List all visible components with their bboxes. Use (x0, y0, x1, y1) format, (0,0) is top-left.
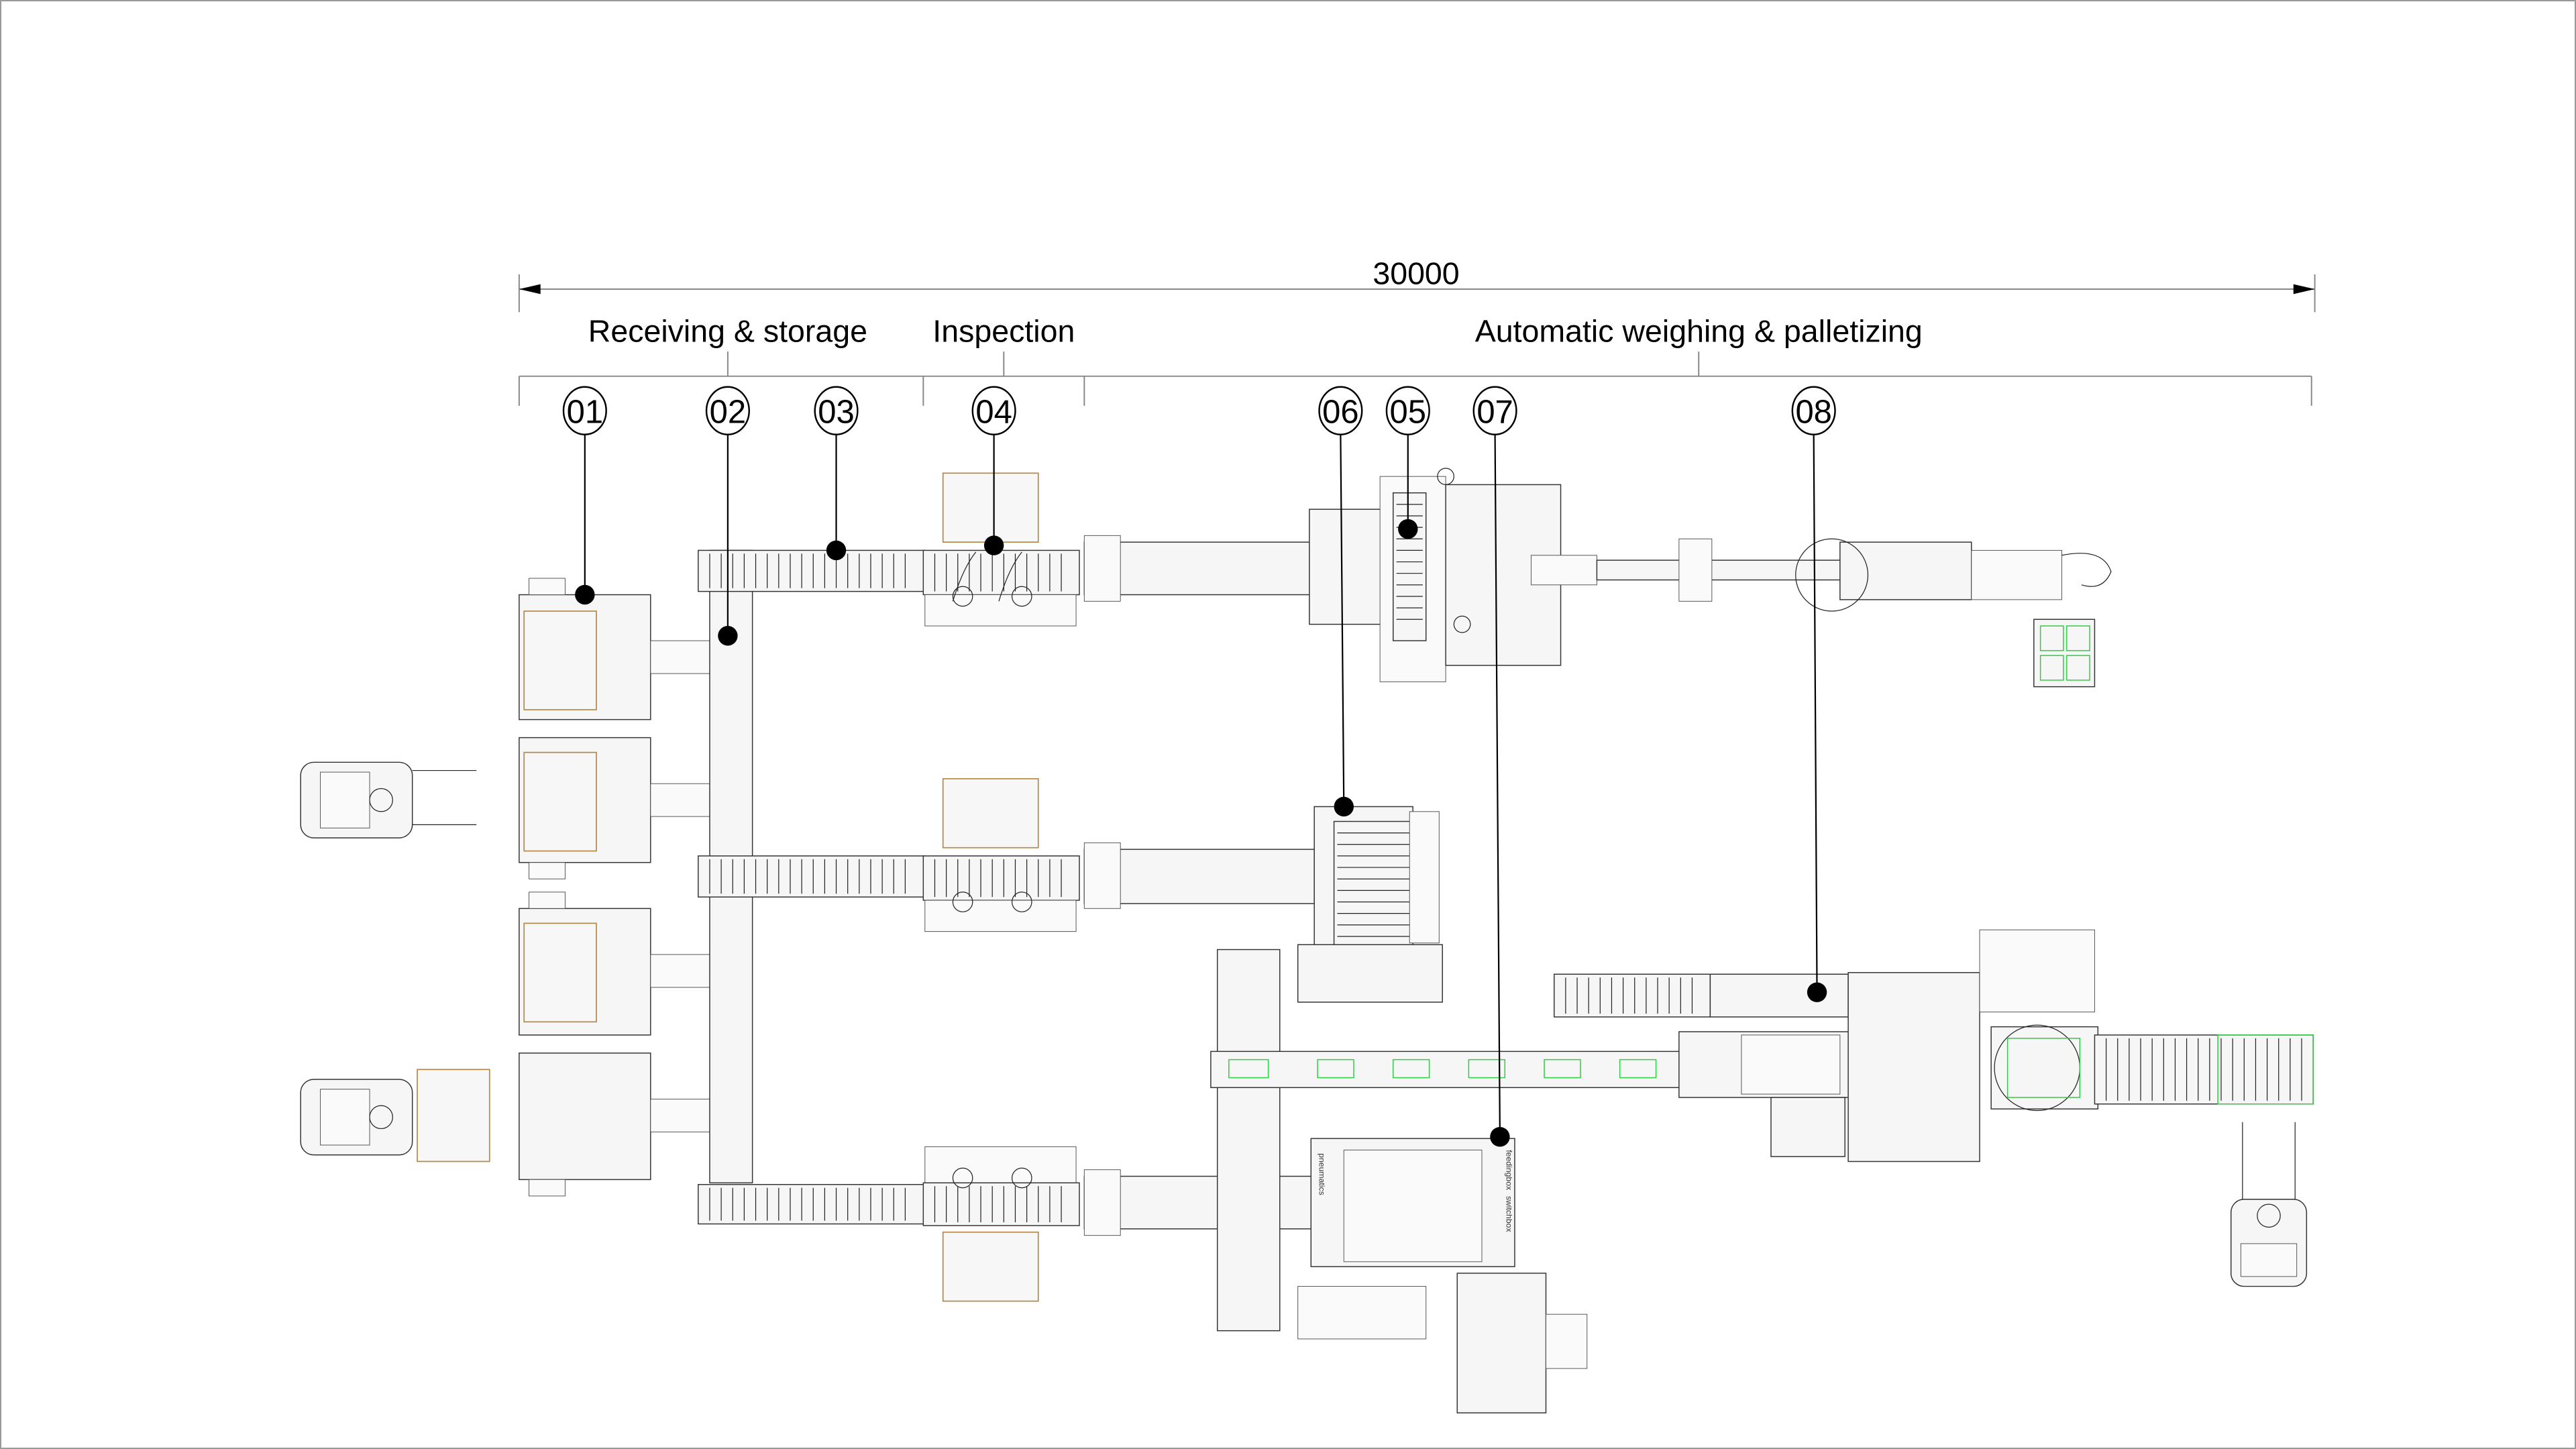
balloon-number: 01 (567, 394, 603, 431)
overall-dimension: 30000 (518, 256, 2316, 313)
forklift-icon (300, 1069, 490, 1163)
balloon-circle (1318, 386, 1363, 435)
palletizer-08 (1554, 929, 2314, 1163)
dimension-value: 30000 (1373, 256, 1459, 291)
balloon-number: 06 (1322, 394, 1358, 431)
leader-dot (1490, 1127, 1510, 1147)
label-pneumatics: pneumatics (1318, 1153, 1327, 1195)
balloon-number: 05 (1390, 394, 1426, 431)
bag-outfeed-line (1596, 538, 2112, 688)
receiving-stations (519, 578, 720, 1197)
callout-01: 01 (562, 386, 607, 605)
leader-dot (575, 584, 595, 605)
section-receiving-storage: Receiving & storage (588, 313, 867, 348)
balloon-circle (971, 386, 1016, 435)
balloon-circle (1472, 386, 1517, 435)
label-feedingbox: feedingbox (1505, 1150, 1514, 1190)
callout-07: 07 (1472, 386, 1517, 1147)
callout-05: 05 (1385, 386, 1430, 539)
arrowhead-left (519, 284, 541, 294)
weighing-machine-05 (1309, 468, 1597, 682)
weighing-machine-06 (1297, 806, 1443, 1003)
balloon-circle (1791, 386, 1836, 435)
leader-dot (983, 535, 1004, 555)
leader-line (1813, 433, 1818, 993)
balloon-circle (1385, 386, 1430, 435)
bagging-machine-07: pneumatics feedingbox switchbox (1297, 1138, 1588, 1413)
product-conveyor (1210, 949, 1684, 1332)
balloon-number: 03 (818, 394, 854, 431)
section-weighing-palletizing: Automatic weighing & palletizing (1475, 313, 1923, 348)
balloon-number: 08 (1795, 394, 1831, 431)
callout-08: 08 (1791, 386, 1836, 1002)
callout-06: 06 (1318, 386, 1363, 817)
section-inspection: Inspection (932, 313, 1075, 348)
balloon-number: 02 (710, 394, 746, 431)
inspection-stations (922, 472, 1080, 1302)
section-brackets: Receiving & storage Inspection Automatic… (518, 313, 2312, 406)
leader-line (1340, 433, 1345, 807)
leader-dot (1398, 519, 1418, 539)
pallet (2033, 619, 2096, 688)
balloon-number: 04 (975, 394, 1012, 431)
forklift-icon (300, 761, 477, 839)
leader-line (1494, 433, 1501, 1137)
leader-dot (718, 626, 738, 646)
balloon-circle (562, 386, 607, 435)
forklift-icon (2230, 1122, 2308, 1287)
leader-dot (826, 540, 847, 561)
balloon-circle (705, 386, 750, 435)
arrowhead-right (2293, 284, 2315, 294)
balloon-number: 07 (1477, 394, 1513, 431)
callout-02: 02 (705, 386, 750, 646)
callout-03: 03 (814, 386, 859, 561)
roller-conveyors (698, 549, 926, 1225)
balloon-circle (814, 386, 859, 435)
turning-area (1795, 538, 1869, 612)
callout-04: 04 (971, 386, 1016, 555)
label-switchbox: switchbox (1505, 1196, 1514, 1232)
leader-dot (1334, 796, 1354, 817)
leader-dot (1807, 982, 1827, 1002)
item-callouts: 01 02 03 04 06 05 07 08 (562, 386, 1836, 1147)
